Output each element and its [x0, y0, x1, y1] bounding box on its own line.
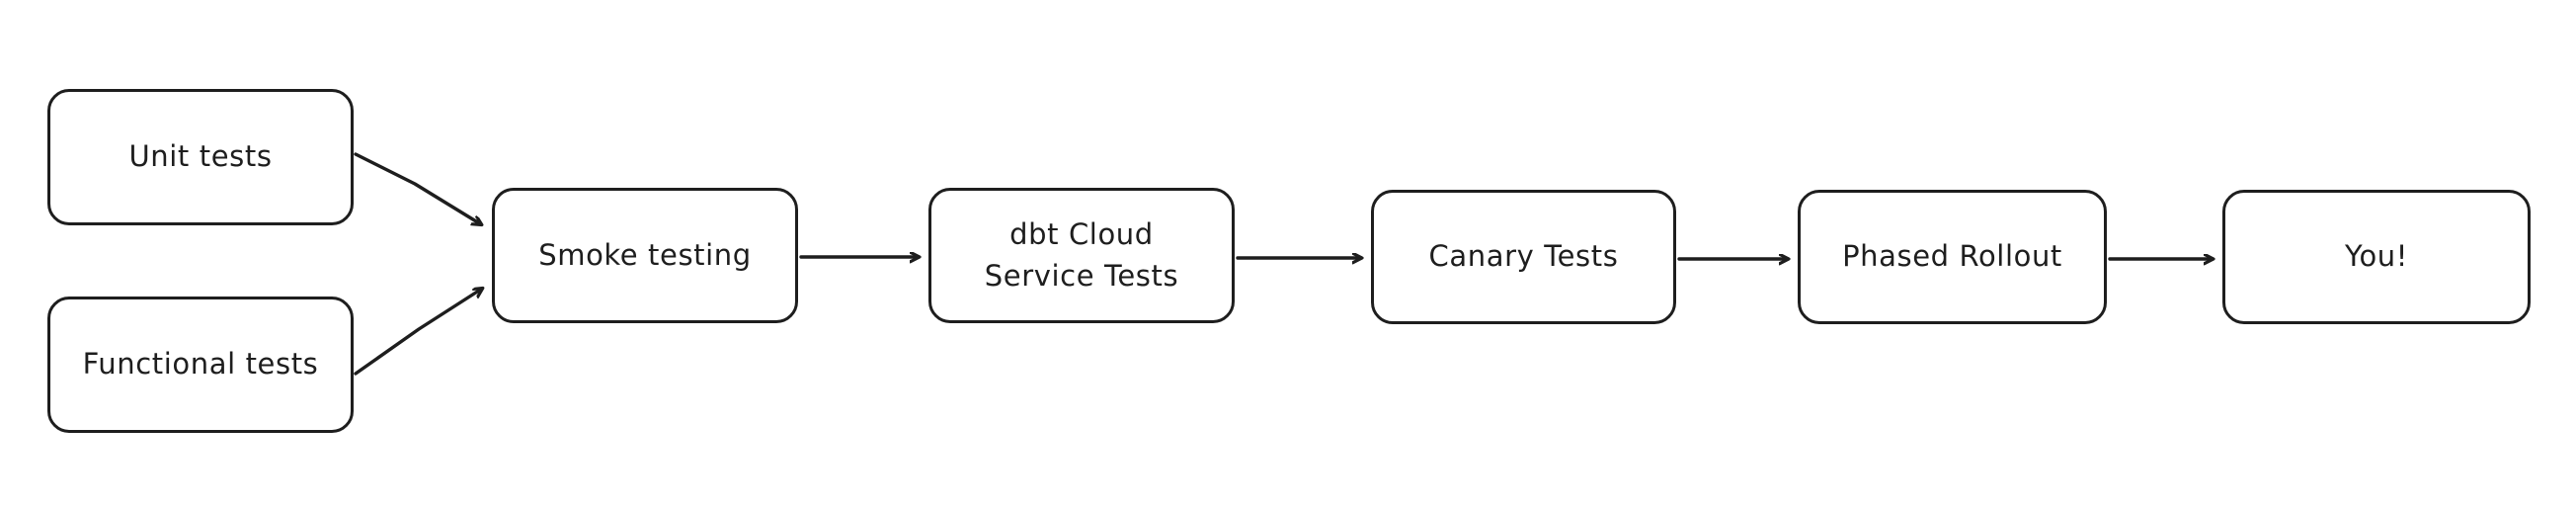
node-dbt-cloud-service-tests[interactable]: dbt Cloud Service Tests	[928, 188, 1235, 323]
node-functional-tests[interactable]: Functional tests	[47, 297, 354, 433]
node-phased-rollout[interactable]: Phased Rollout	[1798, 190, 2107, 324]
node-you[interactable]: You!	[2222, 190, 2531, 324]
node-canary-tests[interactable]: Canary Tests	[1371, 190, 1676, 324]
node-label-smoke-testing: Smoke testing	[538, 237, 752, 272]
edge-functional-to-smoke	[354, 289, 482, 376]
node-label-you: You!	[2344, 239, 2408, 274]
node-label-functional-tests: Functional tests	[82, 347, 319, 382]
node-label-canary-tests: Canary Tests	[1428, 239, 1619, 274]
node-unit-tests[interactable]: Unit tests	[47, 89, 354, 225]
node-label-phased-rollout: Phased Rollout	[1842, 239, 2062, 274]
edge-unit-to-smoke	[354, 152, 481, 224]
node-label-unit-tests: Unit tests	[128, 139, 273, 174]
node-label-dbt-cloud-service-tests: dbt Cloud Service Tests	[984, 217, 1179, 293]
node-smoke-testing[interactable]: Smoke testing	[492, 188, 798, 323]
